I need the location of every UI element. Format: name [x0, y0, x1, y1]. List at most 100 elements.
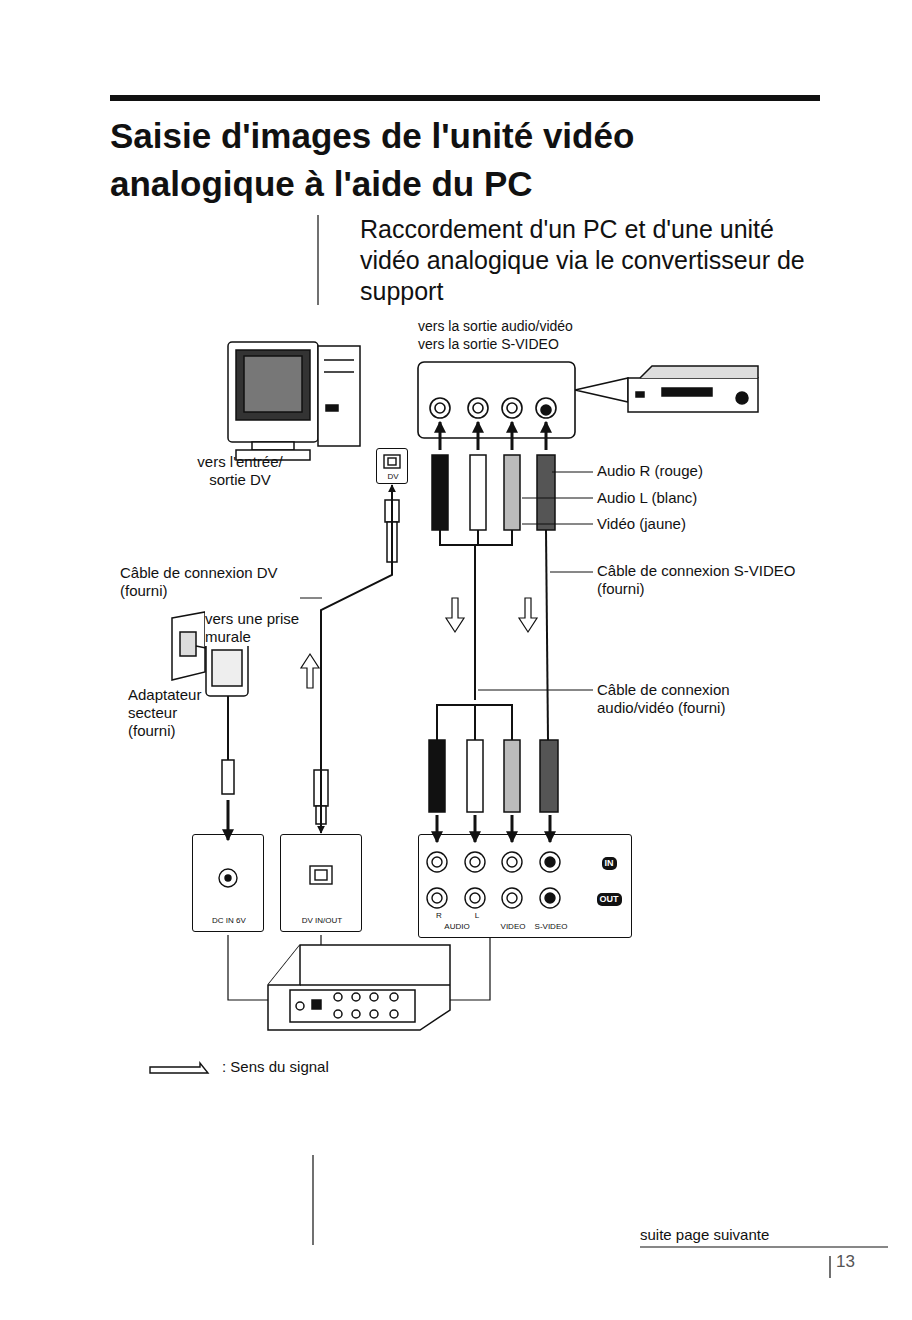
- av-cable: [440, 530, 512, 545]
- signal-arrow: [446, 598, 464, 632]
- vcr-output-panel: [507, 403, 517, 413]
- side-rule: [640, 1246, 888, 1247]
- leader-line: [552, 472, 593, 473]
- plug-arrows: [511, 815, 514, 842]
- vcr-output-panel: [468, 398, 488, 418]
- pc-illustration: [228, 342, 360, 460]
- av-plugs: [504, 455, 520, 530]
- media-converter: [296, 1002, 304, 1010]
- callout-label: Audio R (rouge): [597, 462, 817, 480]
- vcr-illustration: [575, 366, 758, 412]
- port-label: L: [475, 912, 479, 920]
- dc-jack: [225, 875, 231, 881]
- callout-label: vers la sortie audio/vidéo: [418, 318, 678, 335]
- wall-outlet: [172, 612, 205, 680]
- callout-label: vers la sortie S-VIDEO: [418, 336, 678, 353]
- av-jacks: [545, 893, 555, 903]
- callout-label: vers une prise murale: [205, 610, 305, 646]
- pc-illustration: [252, 442, 294, 450]
- media-converter: [390, 1010, 398, 1018]
- dv-plug: [314, 500, 399, 824]
- port-panel: DV IN/OUT: [280, 834, 362, 932]
- top-rule: [110, 95, 820, 101]
- leader-line: [522, 498, 593, 499]
- av-plugs: [504, 740, 520, 812]
- av-plugs: [537, 455, 555, 530]
- ac-adapter: [227, 696, 229, 760]
- signal-arrow-sample: [148, 1056, 220, 1078]
- dv-cable: [321, 485, 392, 833]
- wall-outlet: [180, 632, 196, 656]
- dv-port: [388, 458, 396, 465]
- pc-illustration: [236, 350, 310, 420]
- pc-illustration: [324, 359, 354, 361]
- vcr-illustration: [736, 392, 748, 404]
- leader-line: [300, 598, 322, 599]
- plug-arrows: [436, 815, 439, 842]
- av-jacks: [432, 857, 442, 867]
- vcr-illustration: [628, 378, 758, 412]
- plug-arrows: [511, 422, 514, 450]
- pc-illustration: [318, 346, 360, 446]
- ac-adapter: [206, 640, 248, 696]
- media-converter: [268, 945, 300, 985]
- vcr-output-panel: [435, 403, 445, 413]
- page-title: Saisie d'images de l'unité vidéo analogi…: [110, 112, 750, 208]
- port-panel: INOUTRLAUDIOVIDEOS-VIDEO: [418, 834, 632, 938]
- av-cable: [437, 705, 512, 740]
- port-label: DC IN 6V: [212, 917, 246, 925]
- av-cable: [474, 545, 476, 700]
- leader-line: [522, 524, 593, 525]
- ac-adapter: [196, 646, 206, 648]
- av-jacks: [470, 857, 480, 867]
- ac-adapter: [196, 640, 248, 794]
- port-panel: DC IN 6V: [192, 834, 264, 932]
- media-converter: [352, 993, 360, 1001]
- media-converter: [334, 1010, 342, 1018]
- pc-illustration: [326, 405, 338, 411]
- dv-port: [310, 455, 400, 884]
- port-box: DV: [376, 448, 408, 484]
- av-cable: [437, 530, 548, 740]
- media-converter: [334, 993, 342, 1001]
- callout-label: Adaptateur secteur (fourni): [128, 686, 208, 740]
- av-jacks: [465, 852, 485, 872]
- leader-line: [300, 472, 593, 690]
- media-converter: [268, 945, 450, 1030]
- callout-label: Câble de connexion audio/vidéo (fourni): [597, 681, 807, 717]
- av-jacks: [507, 857, 517, 867]
- legend-text: : Sens du signal: [222, 1059, 329, 1074]
- av-plugs: [470, 455, 486, 530]
- signal-arrow: [519, 598, 537, 632]
- av-plugs: [540, 740, 558, 812]
- av-jacks: [545, 857, 555, 867]
- av-cable: [546, 530, 548, 740]
- callout-label: Vidéo (jaune): [597, 515, 817, 533]
- callout-label: vers l'entrée/ sortie DV: [180, 453, 300, 489]
- vcr-illustration: [640, 366, 758, 378]
- page-number: 13: [836, 1252, 876, 1272]
- av-plugs: [467, 740, 483, 812]
- port-badge: IN: [602, 857, 617, 870]
- side-rule: [313, 215, 888, 1278]
- dc-jack: [219, 869, 237, 887]
- media-converter: [370, 993, 378, 1001]
- vcr-output-panel: [502, 398, 522, 418]
- callout-label: Câble de connexion DV (fourni): [120, 564, 298, 600]
- dv-port: [310, 866, 332, 884]
- av-jacks: [540, 852, 560, 872]
- pc-illustration: [228, 342, 318, 442]
- port-label: S-VIDEO: [535, 923, 568, 931]
- side-rule: [312, 1155, 313, 1245]
- callout-label: suite page suivante: [640, 1226, 860, 1244]
- vcr-illustration: [575, 378, 628, 402]
- ac-adapter: [212, 650, 242, 686]
- media-converter: [290, 990, 415, 1022]
- plug-arrows: [477, 422, 480, 450]
- wall-outlet: [172, 612, 205, 680]
- media-converter: [268, 945, 450, 1030]
- av-jacks: [427, 852, 447, 872]
- av-plugs: [429, 455, 558, 812]
- av-jacks: [427, 888, 447, 908]
